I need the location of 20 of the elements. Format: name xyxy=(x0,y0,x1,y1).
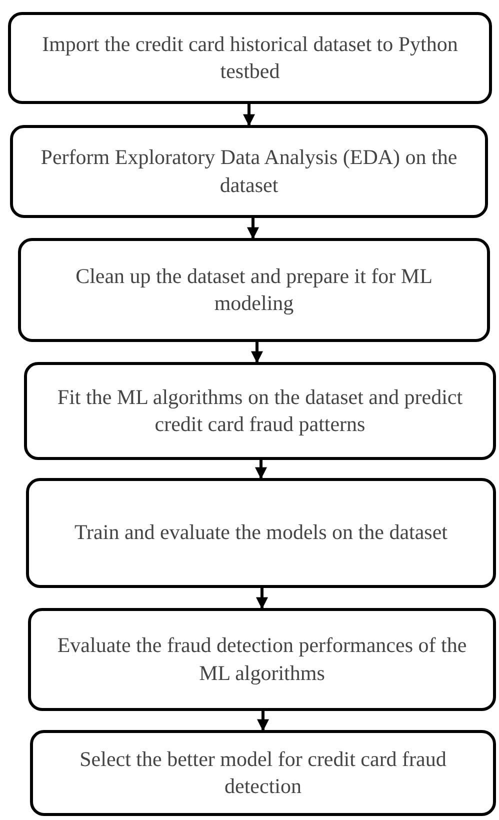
arrow xyxy=(257,711,269,732)
process-box xyxy=(18,238,490,342)
process-box xyxy=(8,12,492,104)
step-text: Import the credit card historical dataset to Python testbed xyxy=(41,30,459,85)
step-text: Train and evaluate the models on the dataset xyxy=(74,519,448,546)
process-box xyxy=(26,478,496,588)
step-text: Select the better model for credit card fraud detection xyxy=(78,746,448,800)
process-box xyxy=(30,730,496,816)
step-text: Clean up the dataset and prepare it for ML modeling xyxy=(74,262,434,317)
step-text: Fit the ML algorithms on the dataset and predict credit card fraud patterns xyxy=(56,384,464,438)
arrow xyxy=(255,460,267,480)
step-text: Evaluate the fraud detection performances of the ML algorithms xyxy=(56,632,468,686)
arrow xyxy=(256,588,268,610)
process-box xyxy=(28,608,496,711)
process-box xyxy=(10,125,488,218)
arrow xyxy=(247,218,259,240)
arrow xyxy=(251,342,263,364)
arrow xyxy=(243,104,255,126)
step-text: Perform Exploratory Data Analysis (EDA) on the dataset xyxy=(40,144,458,198)
process-box xyxy=(24,362,496,460)
